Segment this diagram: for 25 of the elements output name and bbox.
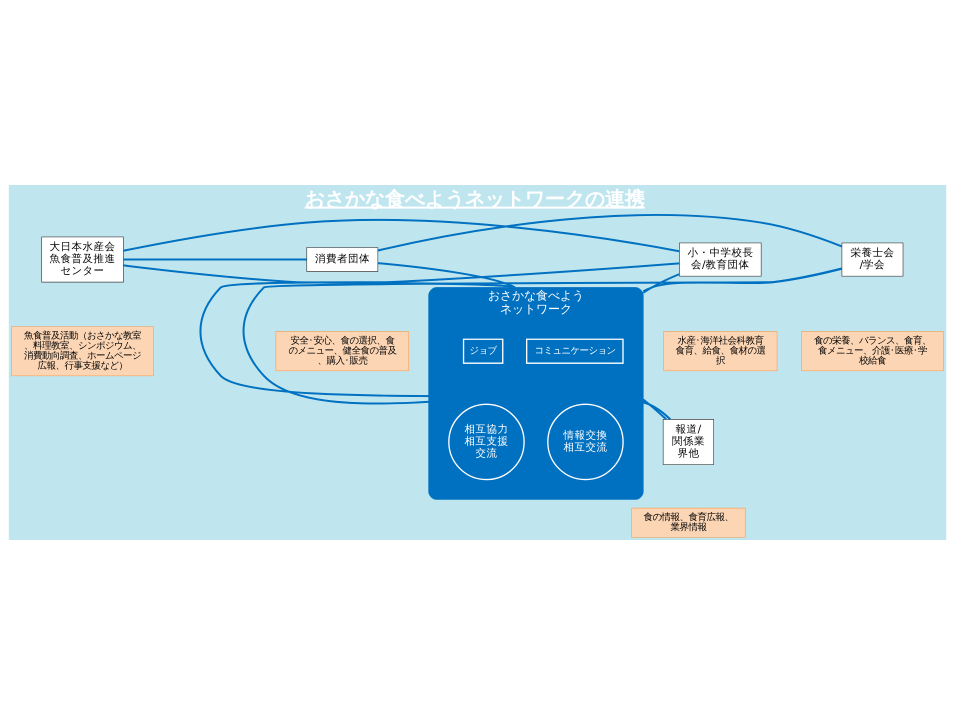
connector (642, 273, 680, 294)
node-box: 魚食普及活動（おさかな教室、料理教室、シンポジウム、消費動向調査、ホームページ広報、行事支援など） (11, 326, 154, 376)
connector (642, 398, 667, 420)
connector (642, 268, 842, 292)
connector (242, 268, 842, 420)
node-box: 食の情報、食育広報、業界情報 (631, 508, 746, 538)
node-box: ジョブ (462, 338, 504, 364)
connector (378, 262, 516, 288)
diagram-title: おさかな食べようネットワークの連携 (304, 188, 645, 211)
connector (378, 214, 842, 252)
node-box: コミュニケーション (526, 338, 624, 364)
node-box: 大日本水産会魚食普及推進センター (41, 236, 124, 282)
connector (124, 258, 307, 261)
node-circle: 相互協力相互支援交流 (448, 404, 525, 480)
connector (123, 218, 680, 252)
node-box: 安全･安心、食の選択、食のメニュー、健全食の普及、購入･販売 (276, 331, 410, 372)
node-box: 栄養士会/学会 (842, 242, 904, 276)
node-box: 報道/関係業界他 (662, 419, 714, 465)
connector (200, 262, 680, 420)
node-box: 消費者団体 (306, 247, 378, 272)
node-circle: 情報交換相互交流 (547, 404, 624, 480)
node-box: 水産･海洋社会科教育食育、給食、食材の選択 (663, 331, 778, 372)
node-box: 小・中学校長会/教育団体 (679, 242, 762, 276)
connector (123, 264, 516, 288)
node-box: 食の栄養、バランス、食育、食メニュー、介護･医療･学校給食 (801, 331, 944, 372)
